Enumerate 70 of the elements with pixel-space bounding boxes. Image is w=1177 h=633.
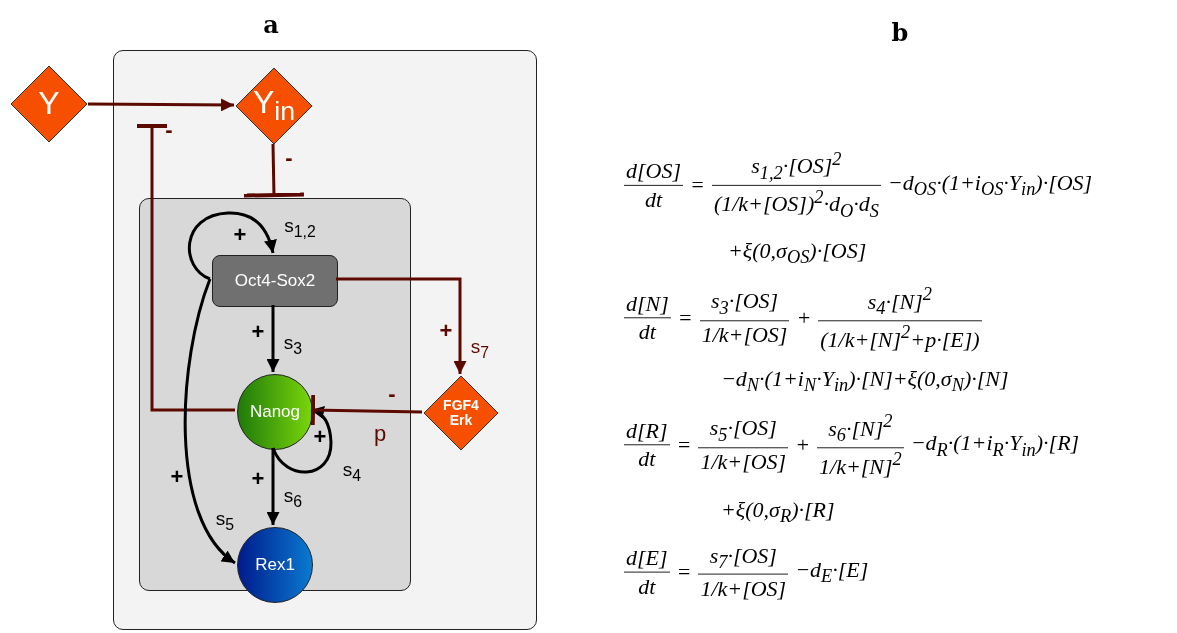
fraction-denominator: (1/k+[OS])$^{2}$·d$_{O}$·d$_{S}$ [711,184,881,223]
node-label: Oct4-Sox2 [234,271,316,291]
rate-label: s$_{1,2}$ [284,216,316,240]
node-label: Y [38,86,60,122]
node-label: Nanog [249,402,301,422]
fraction-denominator: 1/k+[OS] [698,573,789,603]
inhibition-line [310,395,423,426]
equation-term: −d$_{N}$·(1+i$_{N}$·Y$_{in}$)·[N]+ξ(0,σ$_{N}$)·[N] [721,365,1009,397]
equation-term: −d$_{E}$·[E] [795,556,869,588]
rate-label: s$_{5}$ [215,509,235,533]
edge-label: + [170,466,184,488]
equation-term: −d$_{R}$·(1+i$_{R}$·Y$_{in}$)·[R] [910,429,1080,461]
rounded-box-node [212,255,338,307]
fraction-denominator: dt [624,184,683,213]
fraction-numerator: d[R] [625,417,669,445]
fraction-numerator: d[N] [625,290,670,318]
panel-label: b [891,21,909,45]
edge-label: - [388,383,396,405]
node-label: Y$_{in}$ [252,85,296,127]
equation-term: = [676,559,692,585]
panel-label: a [263,13,279,37]
fraction-numerator: d[E] [625,544,669,572]
rate-label: s$_{4}$ [342,460,362,484]
fraction-numerator: s$_{1,2}$·[OS]$^{2}$ [750,147,843,185]
arrow [336,277,467,374]
rate-label: s$_{7}$ [470,337,490,361]
fraction-numerator: d[OS] [625,157,682,185]
equation-term: +ξ(0,σ$_{OS}$)·[OS] [728,237,867,269]
fraction-numerator: s$_{3}$·[OS] [709,287,780,320]
fraction-denominator: 1/k+[OS] [698,446,789,476]
fraction-numerator: s$_{7}$·[OS] [708,541,778,574]
arrow [266,448,280,525]
diamond-node [235,67,313,145]
fraction-denominator: dt [624,444,670,473]
arrow [266,305,280,372]
edge-label: + [233,224,247,246]
equation-term: −d$_{OS}$·(1+i$_{OS}$·Y$_{in}$)·[OS] [887,169,1093,201]
inhibition-line [137,124,235,412]
diamond-node [423,375,499,451]
parameter-label: p [373,423,387,445]
diamond-node [10,65,88,143]
fraction-denominator: dt [624,317,671,346]
edge-label: + [439,320,453,342]
edge-label: + [251,321,265,343]
equation-term: + [796,305,812,331]
edge-label: + [251,468,265,490]
fraction-denominator: 1/k+[N]$^{2}$ [817,446,904,480]
fraction-numerator: s$_{4}$·[N]$^{2}$ [866,283,933,320]
arrow [88,98,234,112]
rate-label: s$_{3}$ [283,333,303,357]
node-label: FGF4 Erk [442,397,480,429]
arrow [183,278,236,565]
arrow [188,211,277,281]
inhibition-line [243,143,304,198]
node-label: Rex1 [255,555,295,575]
fraction-numerator: s$_{6}$·[N]$^{2}$ [827,410,894,447]
fraction-denominator: 1/k+[OS] [699,319,790,349]
rate-label: s$_{6}$ [283,486,303,510]
equation-term: = [690,172,705,198]
fraction-denominator: dt [624,571,670,600]
edge-label: - [165,119,173,141]
fraction-denominator: (1/k+[N]$^{2}$+p·[E]) [818,319,982,353]
fraction-numerator: s$_{5}$·[OS] [708,414,778,447]
equation-term: + [795,432,810,458]
equation-term: = [677,305,693,331]
edge-label: - [285,147,293,169]
outer-container-box [113,50,537,630]
equation-term: +ξ(0,σ$_{R}$)·[R] [721,496,835,528]
equation-term: = [676,432,692,458]
edge-label: + [313,426,327,448]
